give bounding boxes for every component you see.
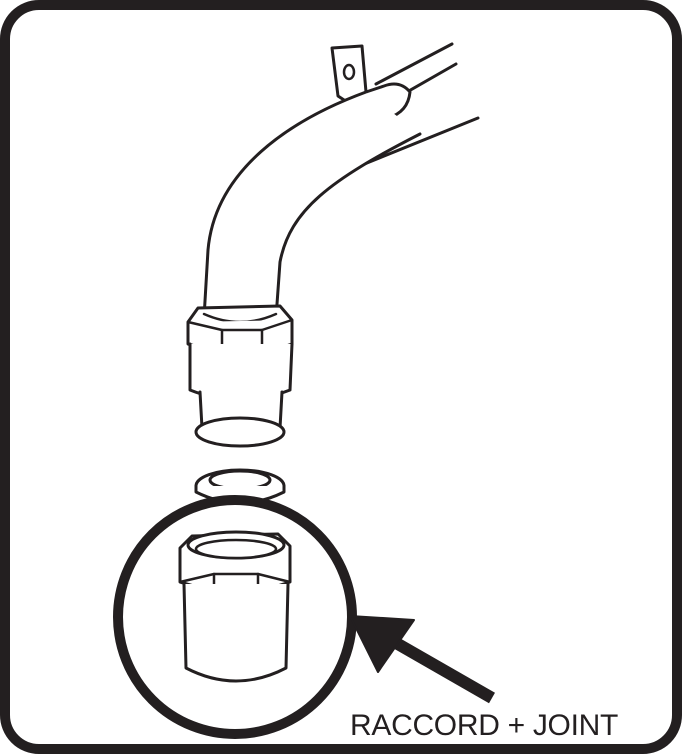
pointer-arrow [349,615,495,704]
upper-hex-nut [186,304,294,448]
fitting-caption: RACCORD + JOINT [350,709,619,742]
lower-fitting [178,530,292,683]
